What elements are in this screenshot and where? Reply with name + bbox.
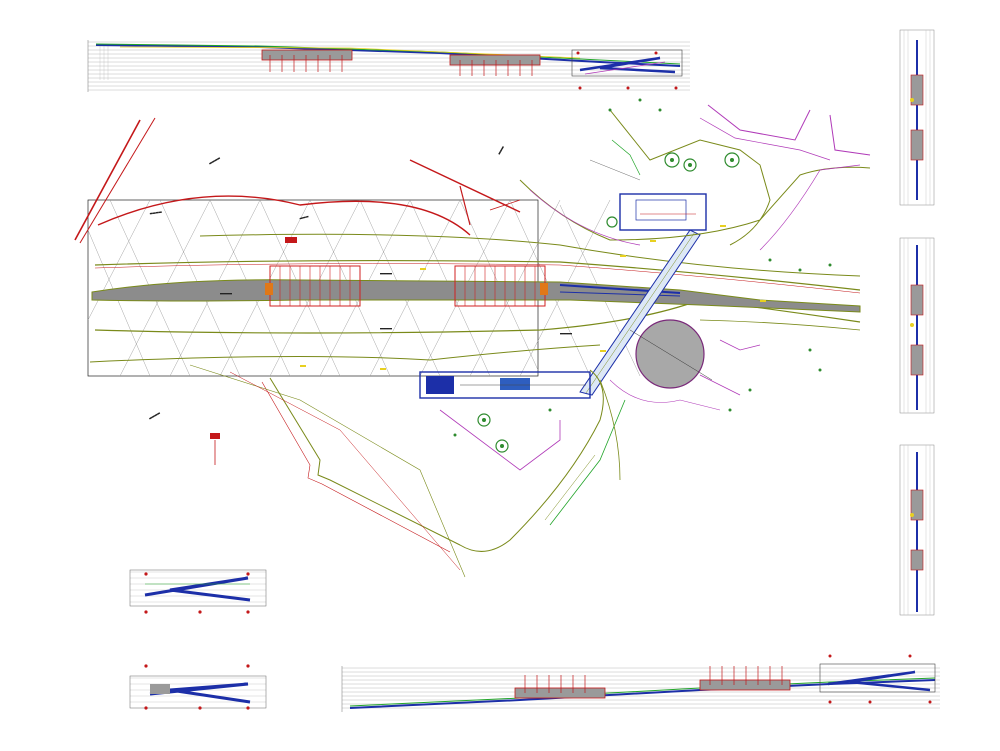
section-right-1 [899,29,935,206]
section-small-2 [129,664,267,710]
svg-text:▬▬▬▬: ▬▬▬▬ [208,156,221,167]
elevation-top [87,40,690,92]
section-small-1 [129,569,267,614]
elevation-bottom [341,654,940,712]
svg-text:▬▬▬: ▬▬▬ [497,145,507,156]
svg-text:▬▬▬▬: ▬▬▬▬ [380,271,392,277]
plan-annotations: ▬▬▬▬ ▬▬▬▬ ▬▬▬ ▬▬▬ ▬▬▬▬ ▬▬▬▬ ▬▬▬▬ ▬▬▬▬ ▬▬… [148,145,572,422]
svg-text:▬▬▬▬: ▬▬▬▬ [380,326,392,332]
svg-text:▬▬▬: ▬▬▬ [299,214,309,222]
svg-text:▬▬▬▬: ▬▬▬▬ [148,411,161,422]
svg-text:▬▬▬▬: ▬▬▬▬ [149,209,162,217]
section-right-2 [899,237,935,414]
site-plan: ▬▬▬▬ ▬▬▬▬ ▬▬▬ ▬▬▬ ▬▬▬▬ ▬▬▬▬ ▬▬▬▬ ▬▬▬▬ ▬▬… [74,98,871,578]
section-right-3 [899,444,935,616]
svg-text:▬▬▬▬: ▬▬▬▬ [560,331,572,337]
svg-text:▬▬▬▬: ▬▬▬▬ [220,291,232,297]
